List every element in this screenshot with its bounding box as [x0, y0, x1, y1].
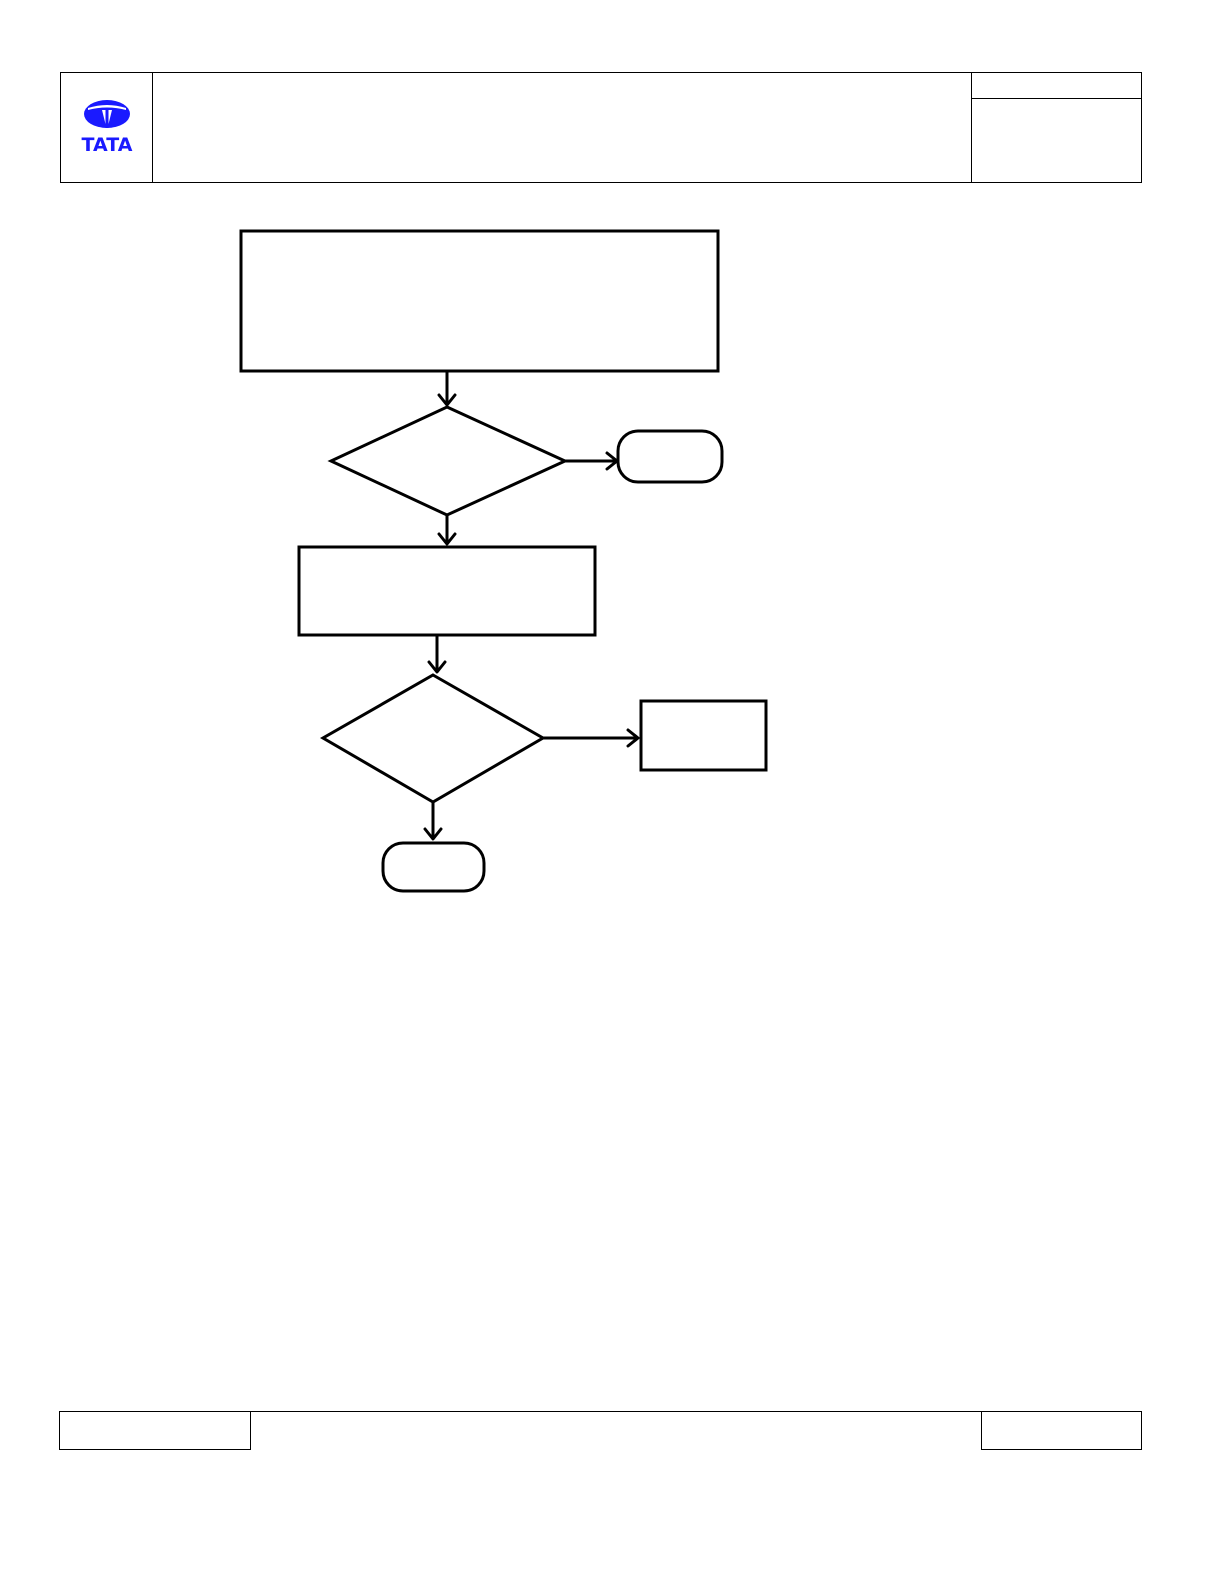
document-title: [153, 73, 972, 182]
terminal-1: [616, 429, 724, 484]
tata-logo: TATA: [81, 99, 132, 156]
arrowhead-4: [427, 660, 447, 674]
footer-divider: [250, 1411, 982, 1412]
tata-emblem-icon: [83, 99, 130, 128]
flowchart: [239, 229, 768, 893]
footer-left-cell: [59, 1411, 251, 1450]
process-box-1: [239, 229, 720, 373]
process-box-2: [297, 545, 597, 637]
document-header: TATA: [60, 72, 1142, 183]
decision-diamond-1: [327, 405, 569, 517]
decision-diamond-2: [319, 673, 547, 804]
footer-right-cell: [981, 1411, 1142, 1450]
meta-cell: [972, 73, 1141, 182]
process-box-3: [639, 699, 768, 772]
arrowhead-3: [437, 532, 457, 546]
arrowhead-5: [626, 728, 640, 748]
document-reference: [972, 73, 1141, 99]
logo-cell: TATA: [61, 73, 153, 182]
terminal-2: [381, 841, 486, 893]
arrowhead-6: [423, 827, 443, 841]
tata-logo-text: TATA: [81, 134, 132, 156]
arrowhead-1: [437, 393, 457, 407]
